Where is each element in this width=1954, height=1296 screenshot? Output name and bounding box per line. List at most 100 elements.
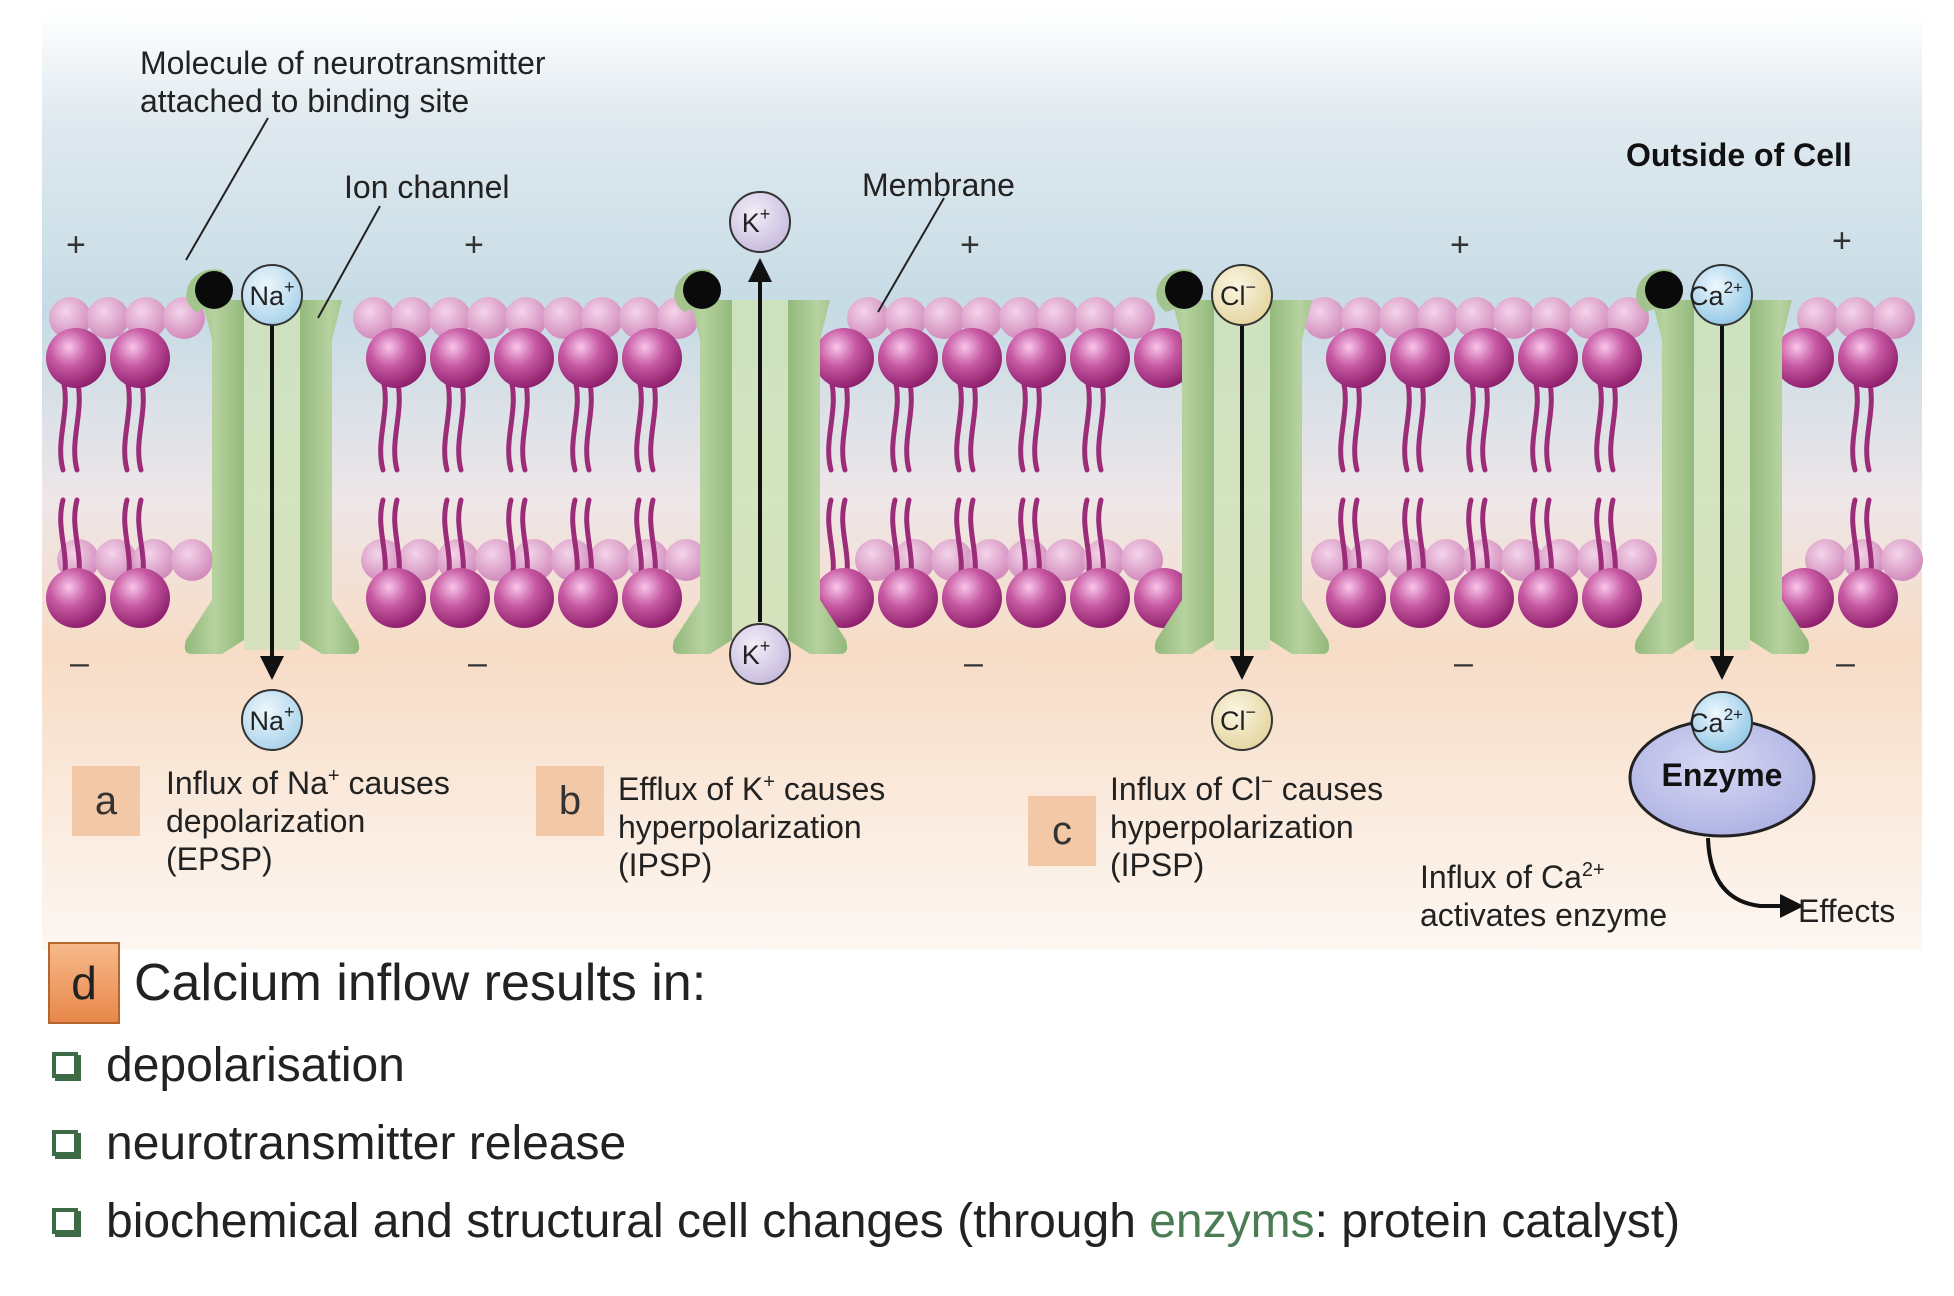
lipid-head [558, 328, 618, 388]
panel-d-caption-line2: activates enzyme [1420, 897, 1667, 933]
list-item: depolarisation [48, 1026, 1928, 1104]
membrane-leader-line [877, 197, 945, 313]
panel-a-tag [72, 766, 140, 836]
lipid-tail [136, 377, 146, 473]
lipid-head-back [1113, 297, 1155, 339]
neurotransmitter-molecule-icon [1645, 271, 1683, 309]
plus-sign: + [1832, 222, 1852, 260]
lipid-head [1326, 328, 1386, 388]
plus-sign: + [1450, 226, 1470, 264]
channel-right-subunit [300, 300, 360, 654]
lipid-head-back [543, 297, 585, 339]
channel-left-subunit [672, 300, 732, 654]
effects-label: Effects [1798, 893, 1895, 929]
lipid-head-back [1881, 539, 1923, 581]
lipid-head-back [1493, 297, 1535, 339]
lipid-head-back [1873, 297, 1915, 339]
list-item-text: biochemical and structural cell changes … [106, 1194, 1680, 1249]
lipid-tail [904, 377, 914, 473]
panel-a-caption-line1: Influx of Na+ causes [166, 765, 450, 801]
channel-left-subunit [184, 300, 244, 654]
lipid-head [1070, 568, 1130, 628]
ion-channel-leader-line [317, 205, 381, 319]
plus-sign: + [464, 226, 484, 264]
lipid-head [110, 568, 170, 628]
plus-sign: + [66, 226, 86, 264]
lipid-head-back [1303, 297, 1345, 339]
panel-c-caption-line2: hyperpolarization [1110, 809, 1354, 845]
lipid-head [430, 328, 490, 388]
lipid-head-back [87, 297, 129, 339]
panel-c-caption-line3: (IPSP) [1110, 847, 1204, 883]
lipid-head [1390, 568, 1450, 628]
panel-b-tag-letter: b [559, 779, 581, 823]
na-ion-top: Na+ [241, 264, 303, 326]
lipid-head [1518, 328, 1578, 388]
na-ion-bottom: Na+ [241, 689, 303, 751]
lipid-tail [1594, 377, 1604, 473]
svg-text:K+: K+ [742, 204, 771, 238]
ion-channel [672, 269, 848, 654]
lipid-tail [72, 377, 82, 473]
lipid-tail [1850, 377, 1860, 473]
lipid-head-back [885, 297, 927, 339]
lipid-tail [1530, 377, 1540, 473]
lipid-tail [826, 377, 836, 473]
lipid-head [622, 328, 682, 388]
lipid-head-back [1425, 539, 1467, 581]
lipid-head-back [505, 297, 547, 339]
minus-sign: – [70, 644, 89, 682]
lipid-tail [1608, 377, 1618, 473]
lipid-head [1582, 568, 1642, 628]
lipid-head [1518, 568, 1578, 628]
lipid-head-back [665, 539, 707, 581]
lipid-head-back [1037, 297, 1079, 339]
lipid-tail [1338, 377, 1348, 473]
neurotransmitter-molecule-icon [683, 271, 721, 309]
list-item-text-pre: biochemical and structural cell changes … [106, 1194, 1150, 1248]
channel-right-subunit [788, 300, 848, 654]
lipid-tail [840, 377, 850, 473]
lipid-tail [1544, 377, 1554, 473]
panel-d-caption-line1: Influx of Ca2+ [1420, 859, 1605, 895]
svg-text:Ca2+: Ca2+ [1689, 278, 1743, 311]
lipid-head [1006, 328, 1066, 388]
lipid-head [558, 568, 618, 628]
membrane-label: Membrane [862, 167, 1015, 203]
lipid-head [494, 328, 554, 388]
lipid-head-back [353, 297, 395, 339]
lipid-tail [1864, 377, 1874, 473]
lipid-tail [584, 377, 594, 473]
channel-left-subunit [1634, 300, 1694, 654]
lipid-head [1454, 328, 1514, 388]
lipid-head-back [1607, 297, 1649, 339]
ca-ion-top: Ca2+ [1689, 264, 1753, 326]
lipid-head-back [855, 539, 897, 581]
svg-text:K+: K+ [742, 636, 771, 670]
lipid-head-back [999, 297, 1041, 339]
lipid-head-back [847, 297, 889, 339]
checkbox-bullet-icon [52, 1130, 78, 1156]
list-item: biochemical and structural cell changes … [48, 1182, 1928, 1260]
lipid-tail [506, 377, 516, 473]
lipid-head [1134, 328, 1194, 388]
lipid-tail [58, 377, 68, 473]
summary-heading-text: Calcium inflow results in: [134, 954, 707, 1012]
lipid-tail [648, 377, 658, 473]
cl-ion-bottom: Cl− [1211, 689, 1273, 751]
lipid-tail [968, 377, 978, 473]
highlighted-term: enzyms [1149, 1194, 1315, 1248]
summary-list: depolarisation neurotransmitter release … [48, 1026, 1928, 1260]
lipid-head [942, 568, 1002, 628]
panel-c-tag-letter: c [1052, 809, 1072, 853]
panel-b-caption-line1: Efflux of K+ causes [618, 771, 885, 807]
lipid-head-back [1569, 297, 1611, 339]
lipid-head-back [1531, 297, 1573, 339]
k-ion-top: K+ [729, 191, 791, 253]
lipid-tail [1480, 377, 1490, 473]
lipid-tail [122, 377, 132, 473]
lipid-head [366, 328, 426, 388]
lipid-head [1454, 568, 1514, 628]
lipid-head-back [1501, 539, 1543, 581]
